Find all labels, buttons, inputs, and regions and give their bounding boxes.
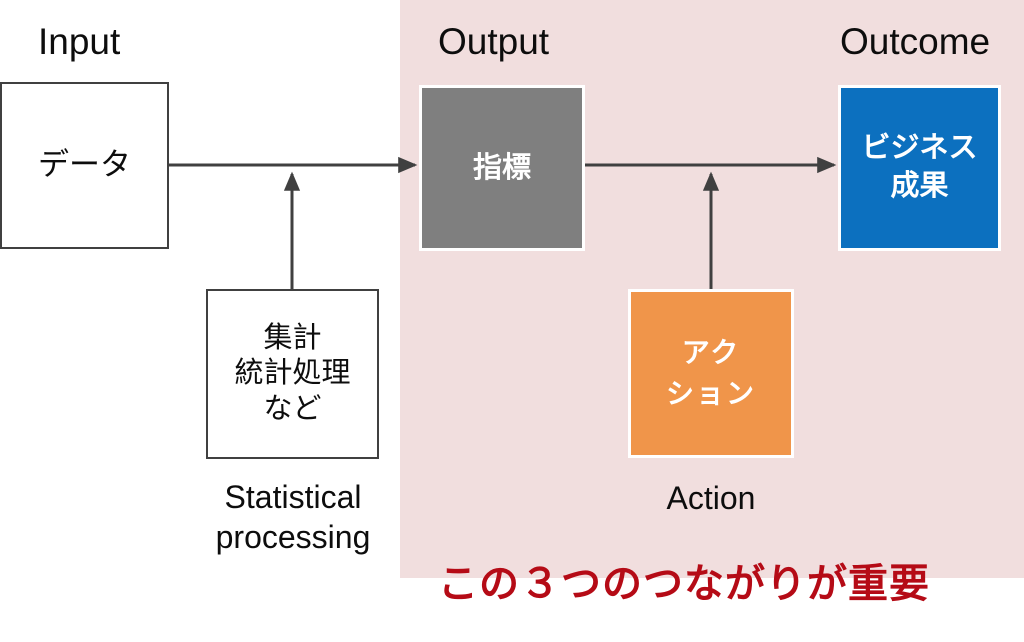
box-data: データ [0, 82, 169, 249]
box-metric-label: 指標 [472, 151, 531, 184]
box-data-label: データ [38, 147, 131, 183]
box-statistics: 集計 統計処理 など [206, 289, 379, 459]
caption-action: Action [666, 480, 756, 516]
box-outcome-label: ビジネス 成果 [861, 132, 978, 202]
caption-statistical-processing: Statistical processing [215, 479, 371, 555]
box-metric: 指標 [419, 85, 585, 251]
emphasis-text: この３つのつながりが重要 [438, 562, 930, 606]
section-label-output: Output [438, 21, 550, 62]
box-action-label: アク ション [665, 336, 756, 409]
box-action: アク ション [628, 289, 794, 458]
box-outcome: ビジネス 成果 [838, 85, 1001, 251]
section-label-outcome: Outcome [840, 21, 991, 62]
box-statistics-label: 集計 統計処理 など [234, 321, 351, 425]
section-label-input: Input [38, 21, 121, 62]
